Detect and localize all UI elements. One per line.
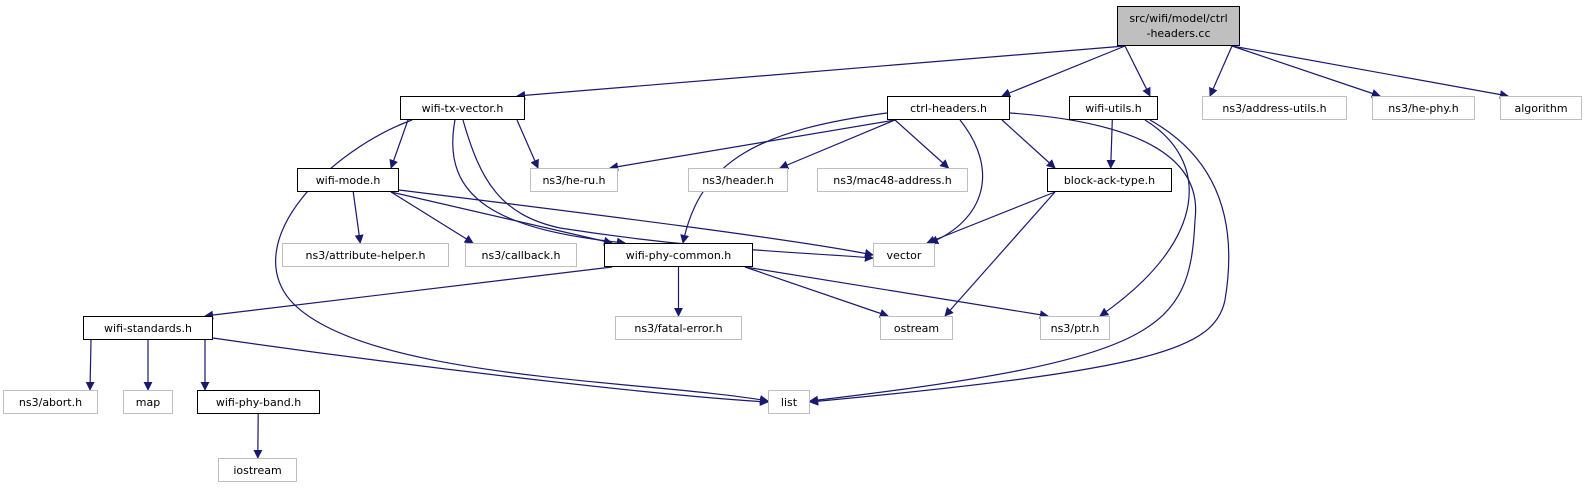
edge-wifi-tx-vector-to-he-ru xyxy=(516,119,539,169)
edge-ctrl-headers-to-header xyxy=(779,119,896,170)
edge-wifi-mode-to-vector xyxy=(398,189,874,258)
node-label: wifi-standards.h xyxy=(104,321,192,335)
node-label: list xyxy=(780,395,798,409)
node-label: wifi-phy-band.h xyxy=(215,395,302,409)
node-label: wifi-tx-vector.h xyxy=(421,101,504,115)
edge-wifi-mode-to-wifi-phy-common xyxy=(390,191,613,246)
node-label: ns3/attribute-helper.h xyxy=(305,248,426,262)
edge-block-ack-type-to-ostream xyxy=(944,191,1056,317)
node-fatal-error: ns3/fatal-error.h xyxy=(615,316,742,340)
edge-wifi-utils-to-block-ack-type xyxy=(1106,119,1116,169)
edge-block-ack-type-to-vector xyxy=(926,191,1056,245)
node-label: ns3/he-ru.h xyxy=(542,173,606,187)
node-label: vector xyxy=(886,248,922,262)
edge-wifi-mode-to-callback xyxy=(390,191,474,244)
edge-ctrl-headers-to-list xyxy=(809,112,1197,405)
edge-root-to-wifi-utils xyxy=(1124,45,1151,97)
node-map: map xyxy=(123,390,173,414)
node-label: src/wifi/model/ctrl xyxy=(1129,12,1228,25)
node-he-phy: ns3/he-phy.h xyxy=(1372,96,1475,120)
edge-root-to-wifi-tx-vector xyxy=(516,45,1126,100)
node-address-utils: ns3/address-utils.h xyxy=(1202,96,1347,120)
node-ctrl-headers[interactable]: ctrl-headers.h xyxy=(887,96,1010,120)
node-label: wifi-phy-common.h xyxy=(625,248,732,262)
node-wifi-utils[interactable]: wifi-utils.h xyxy=(1069,96,1158,120)
edge-root-to-ctrl-headers xyxy=(1001,45,1126,98)
edge-wifi-phy-common-to-ptr xyxy=(744,266,1049,320)
node-abort: ns3/abort.h xyxy=(3,390,98,414)
edge-wifi-utils-to-list xyxy=(809,119,1230,406)
node-label: wifi-utils.h xyxy=(1085,101,1142,115)
edge-wifi-utils-to-ptr xyxy=(1099,119,1190,317)
node-list: list xyxy=(768,390,810,414)
edge-ctrl-headers-to-block-ack-type xyxy=(1001,119,1056,169)
node-label: ctrl-headers.h xyxy=(910,101,987,115)
node-mac48: ns3/mac48-address.h xyxy=(817,168,968,192)
node-attribute-helper: ns3/attribute-helper.h xyxy=(282,243,449,267)
edge-root-to-he-phy xyxy=(1231,45,1381,98)
node-ptr: ns3/ptr.h xyxy=(1040,316,1110,340)
node-he-ru: ns3/he-ru.h xyxy=(530,168,618,192)
edge-ctrl-headers-to-vector xyxy=(929,119,984,245)
node-callback: ns3/callback.h xyxy=(465,243,577,267)
node-label: wifi-mode.h xyxy=(315,173,381,187)
node-label: -headers.cc xyxy=(1146,27,1211,40)
node-wifi-standards[interactable]: wifi-standards.h xyxy=(83,316,213,340)
node-vector: vector xyxy=(873,243,935,267)
node-label: ns3/address-utils.h xyxy=(1222,101,1327,115)
edge-wifi-phy-common-to-ostream xyxy=(744,266,889,318)
node-label: block-ack-type.h xyxy=(1063,173,1156,187)
node-wifi-phy-common[interactable]: wifi-phy-common.h xyxy=(604,243,753,267)
node-label: iostream xyxy=(233,463,282,477)
node-block-ack-type[interactable]: block-ack-type.h xyxy=(1047,168,1172,192)
node-header: ns3/header.h xyxy=(688,168,788,192)
edge-ctrl-headers-to-wifi-phy-common xyxy=(680,112,888,244)
node-label: ns3/he-phy.h xyxy=(1388,101,1459,115)
edge-wifi-tx-vector-to-wifi-phy-common xyxy=(452,119,626,247)
node-label: ns3/abort.h xyxy=(18,395,83,409)
node-algorithm: algorithm xyxy=(1500,96,1582,120)
node-label: algorithm xyxy=(1514,101,1568,115)
node-label: ns3/mac48-address.h xyxy=(833,173,952,187)
node-label: ns3/callback.h xyxy=(481,248,561,262)
edge-ctrl-headers-to-he-ru xyxy=(609,119,896,172)
edge-wifi-tx-vector-to-vector xyxy=(462,119,874,262)
node-wifi-phy-band[interactable]: wifi-phy-band.h xyxy=(197,390,320,414)
edge-ctrl-headers-to-mac48 xyxy=(894,119,950,169)
edge-root-to-algorithm xyxy=(1231,45,1509,99)
node-root[interactable]: src/wifi/model/ctrl -headers.cc xyxy=(1117,6,1240,46)
node-label: ns3/header.h xyxy=(702,173,774,187)
edge-wifi-standards-to-abort xyxy=(85,339,95,391)
node-label: map xyxy=(135,395,161,409)
node-label: ostream xyxy=(893,321,940,335)
node-iostream: iostream xyxy=(218,458,297,482)
node-wifi-mode[interactable]: wifi-mode.h xyxy=(297,168,399,192)
edge-root-to-address-utils xyxy=(1209,45,1233,97)
edge-wifi-mode-to-attribute-helper xyxy=(352,191,364,244)
edge-wifi-tx-vector-to-wifi-mode xyxy=(389,119,409,169)
node-label: ns3/ptr.h xyxy=(1050,321,1100,335)
node-wifi-tx-vector[interactable]: wifi-tx-vector.h xyxy=(400,96,525,120)
node-ostream: ostream xyxy=(880,316,953,340)
node-label: ns3/fatal-error.h xyxy=(634,321,723,335)
edge-wifi-phy-common-to-wifi-standards xyxy=(204,266,613,320)
edge-wifi-standards-to-list xyxy=(212,337,769,407)
